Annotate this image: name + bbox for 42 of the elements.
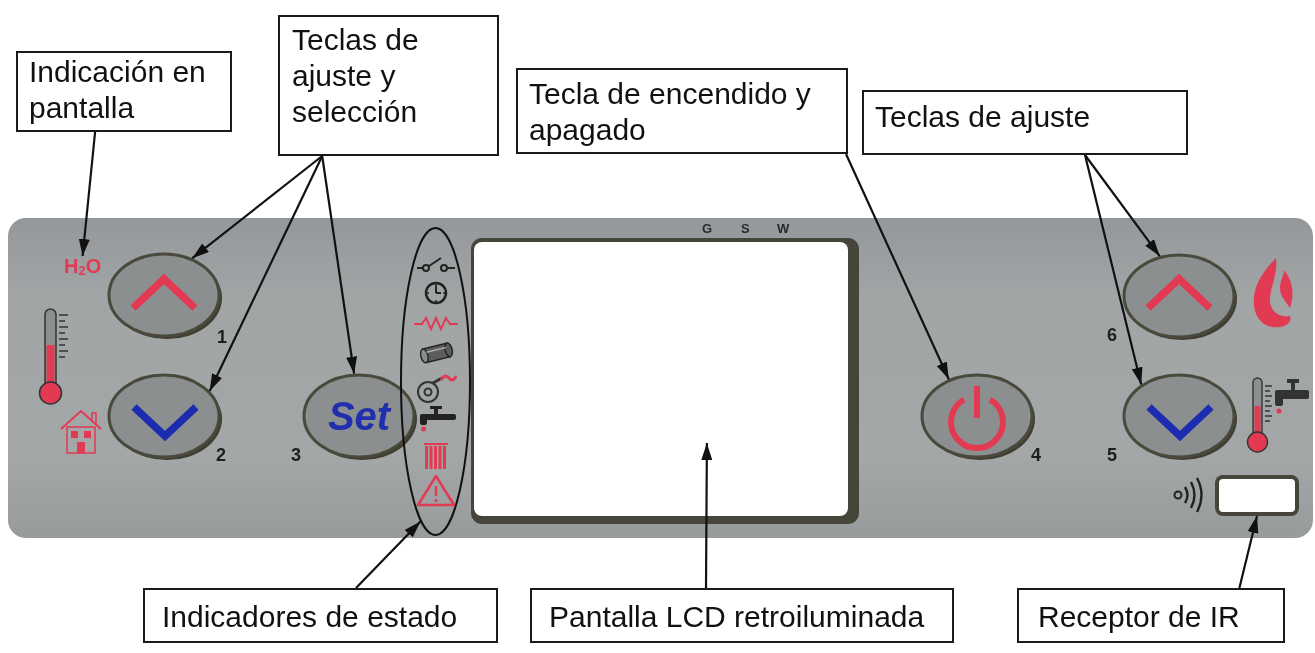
callout-text: Teclas de ajuste: [875, 99, 1092, 135]
callout-text: Pantalla LCD retroiluminada: [549, 599, 926, 635]
key-number: 5: [1107, 446, 1117, 464]
status-indicator-oval: [400, 227, 471, 536]
leader-arrow: [208, 155, 324, 392]
callout-text: Indicación en pantalla: [29, 54, 207, 126]
callout-text: Teclas de ajuste y selección: [292, 22, 420, 130]
callout-box: [530, 588, 954, 643]
indicator-letter: G: [702, 222, 713, 235]
leader-arrow: [1083, 154, 1143, 385]
control-panel: [8, 218, 1313, 538]
leader-arrow: [1084, 154, 1161, 257]
lcd-screen: [471, 238, 859, 524]
leader-arrow: [355, 520, 422, 589]
key-number: 1: [217, 328, 227, 346]
callout-text: Indicadores de estado: [162, 599, 459, 635]
callout-text: Receptor de IR: [1038, 599, 1241, 635]
key-number: 2: [216, 446, 226, 464]
callout-box: [516, 68, 848, 154]
up-arrow-key: [1121, 252, 1239, 342]
callout-box: [16, 51, 232, 132]
key-number: 6: [1107, 326, 1117, 344]
leader-arrow: [78, 131, 97, 257]
set-key: Set: [301, 372, 419, 462]
down-arrow-key: [106, 372, 224, 462]
key-number: 3: [291, 446, 301, 464]
leader-arrow: [845, 153, 950, 380]
callout-box: [278, 15, 499, 156]
indicator-letter: W: [777, 222, 790, 235]
down-arrow-key: [1121, 372, 1239, 462]
callout-box: [862, 90, 1188, 155]
callout-box: [1017, 588, 1285, 643]
leader-arrow: [321, 155, 358, 374]
callout-box: [143, 588, 498, 643]
display-indicator-label: H$_{2}$O: [64, 256, 102, 276]
leader-arrow: [701, 443, 713, 588]
indicator-letter: S: [741, 222, 750, 235]
leader-arrow: [191, 155, 323, 260]
leader-arrow: [1238, 515, 1259, 589]
key-number: 4: [1031, 446, 1041, 464]
callout-text: Tecla de encendido y apagado: [529, 76, 812, 148]
ir-receiver-window: [1215, 475, 1299, 516]
